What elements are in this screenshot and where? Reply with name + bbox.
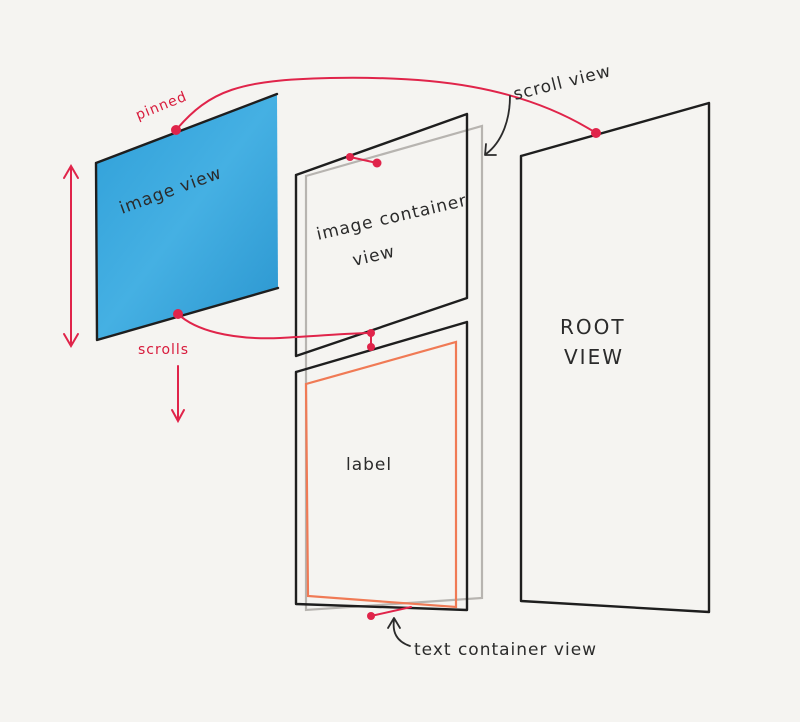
- root-view-panel: [519, 101, 711, 614]
- joint-dot-bottom: [367, 343, 375, 351]
- pinned-label: pinned: [134, 89, 190, 124]
- joint-dot-top: [367, 329, 375, 337]
- label-text: label: [346, 455, 392, 475]
- scrolls-dot-image: [173, 309, 183, 319]
- image-container-view-label-line2: view: [351, 242, 398, 271]
- text-container-pointer-arrow: [387, 617, 411, 647]
- text-container-bottom-dot: [367, 612, 375, 620]
- pinned-dot-root: [591, 128, 601, 138]
- pinned-dot-image: [171, 125, 181, 135]
- image-container-view-panel: [294, 112, 469, 358]
- container-top-dot-1: [346, 153, 354, 161]
- image-height-arrow: [63, 164, 79, 348]
- image-view-border: [94, 92, 280, 342]
- scrolls-constraint-line: [177, 313, 372, 340]
- image-container-view-label-line1: image container: [315, 191, 469, 245]
- image-container-top-link: [349, 156, 378, 164]
- scrolls-label: scrolls: [138, 342, 189, 358]
- scroll-view-label: scroll view: [511, 61, 613, 105]
- scroll-down-arrow: [171, 365, 185, 424]
- image-view-panel: [96, 94, 278, 340]
- text-container-view-panel: [294, 320, 469, 612]
- root-view-label-line1: ROOT: [560, 315, 626, 339]
- text-container-view-label: text container view: [414, 640, 597, 660]
- text-container-bottom-link: [370, 606, 412, 617]
- scroll-view-pointer-arrow: [484, 95, 511, 156]
- container-top-dot-2: [372, 158, 382, 168]
- label-outline: [304, 340, 458, 609]
- pinned-constraint-line: [175, 76, 597, 134]
- root-view-label-line2: VIEW: [564, 345, 624, 369]
